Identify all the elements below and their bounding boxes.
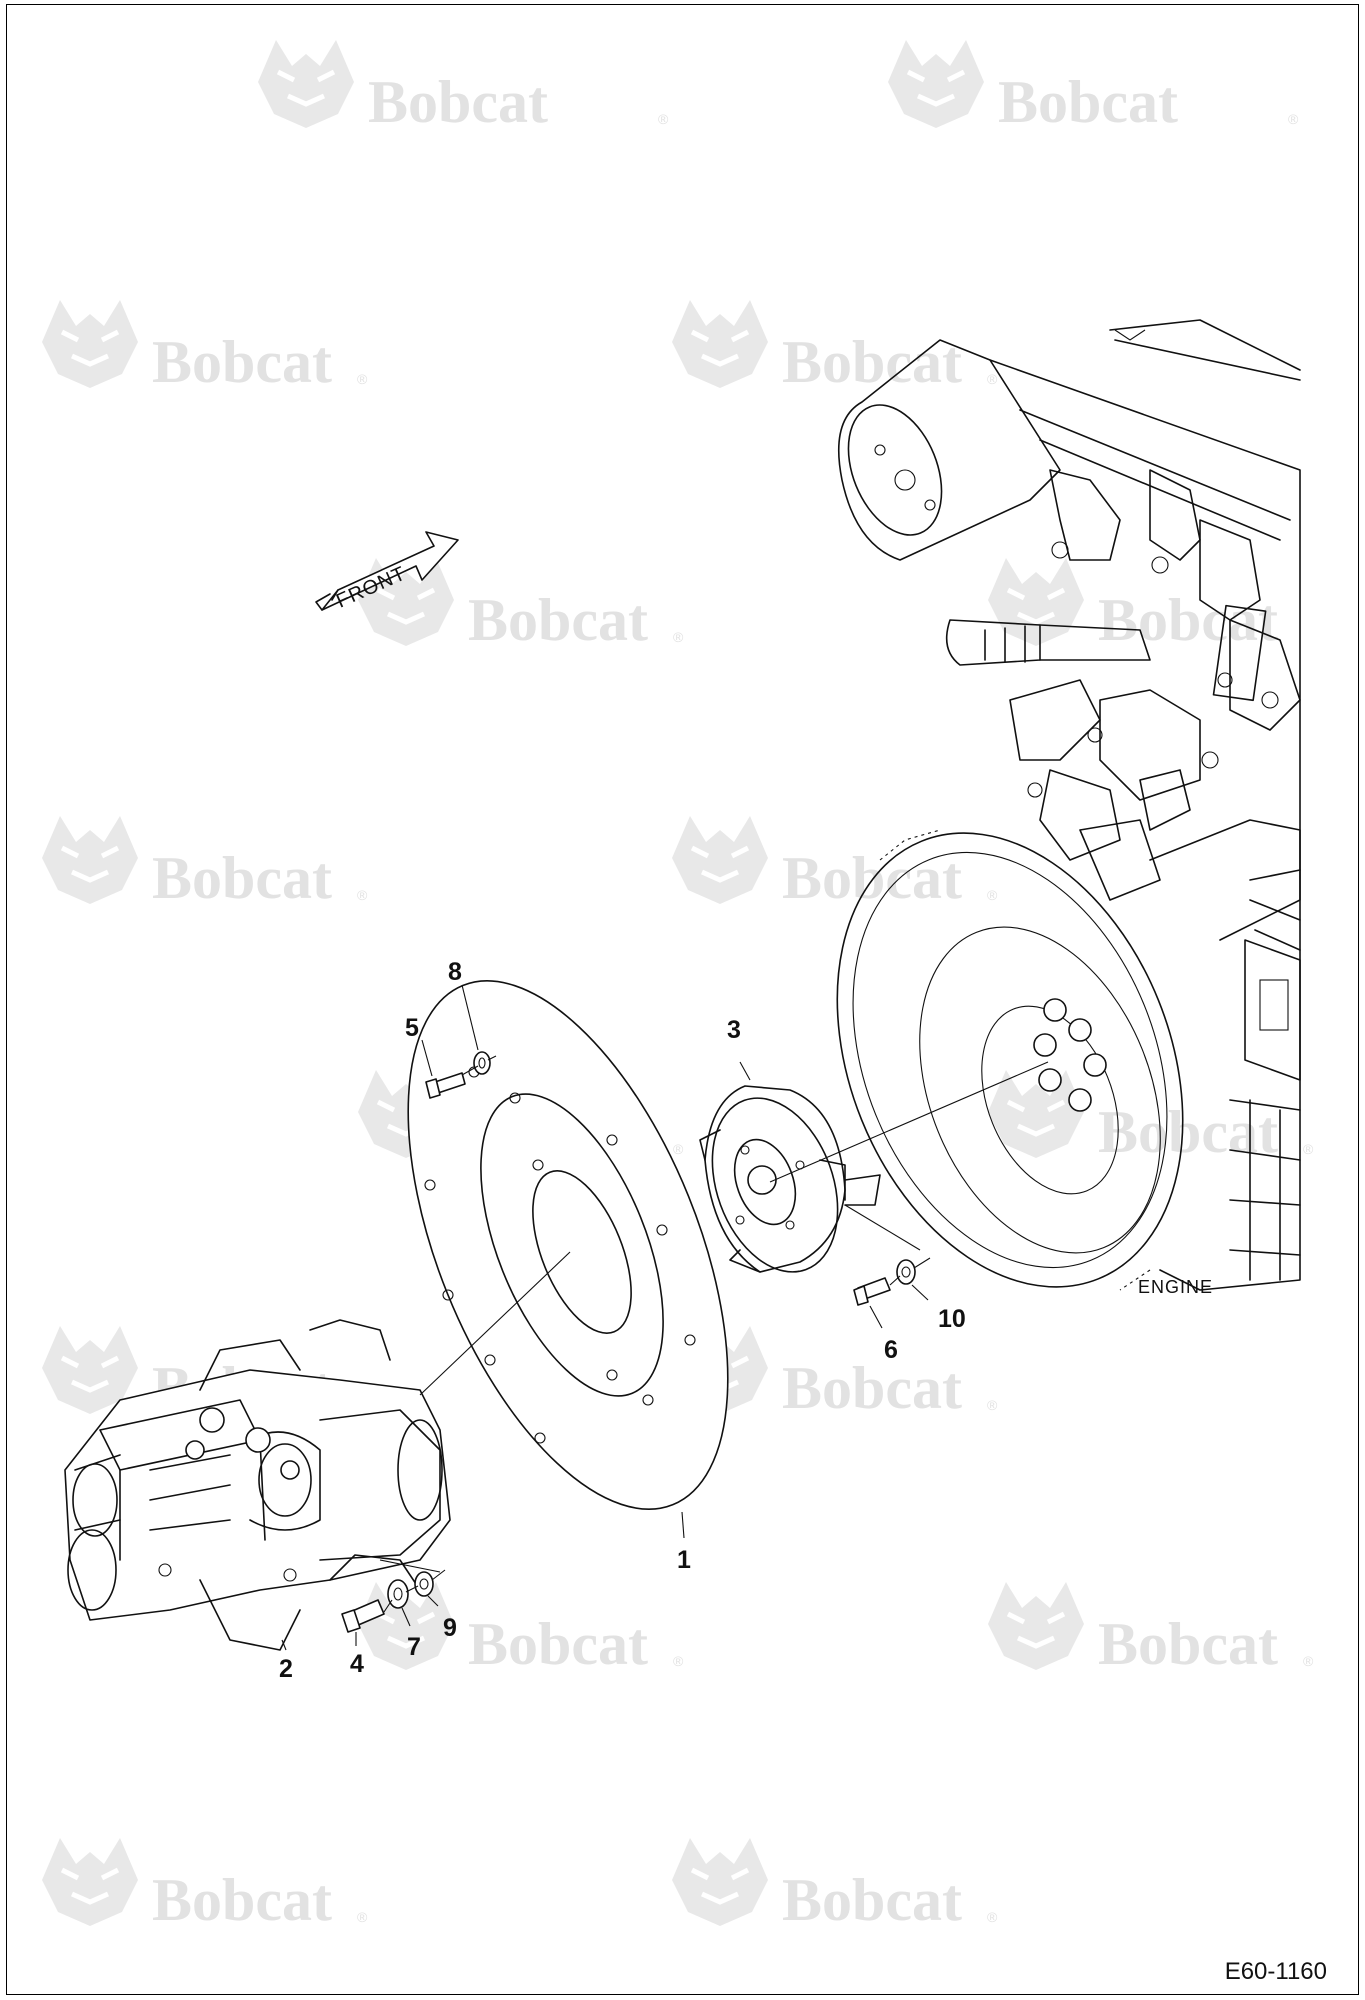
callout-label-3: 3 bbox=[727, 1016, 741, 1044]
watermark: Bobcat ® bbox=[42, 816, 368, 911]
watermark: Bobcat ® bbox=[672, 816, 998, 911]
callout-8: 8 bbox=[448, 958, 479, 1051]
watermark-reg: ® bbox=[1303, 1141, 1314, 1157]
watermark: Bobcat ® bbox=[358, 1582, 684, 1677]
watermark: Bobcat ® bbox=[672, 1838, 998, 1933]
part-hydraulic-pump bbox=[64, 1319, 451, 1651]
engine-assembly: ENGINE bbox=[836, 319, 1301, 1297]
fastener-washer-8 bbox=[473, 1051, 491, 1075]
callout-label-7: 7 bbox=[407, 1633, 421, 1661]
watermark-text: Bobcat bbox=[1098, 1611, 1278, 1677]
watermark: Bobcat ® bbox=[42, 300, 368, 395]
watermark-text: Bobcat bbox=[468, 1611, 648, 1677]
watermark: Bobcat ® bbox=[358, 558, 684, 653]
fastener-bolt-4 bbox=[341, 1599, 385, 1633]
watermark-reg: ® bbox=[673, 629, 684, 645]
fastener-bolt-6 bbox=[853, 1277, 891, 1306]
watermark-text: Bobcat bbox=[782, 845, 962, 911]
watermark-text: Bobcat bbox=[368, 69, 548, 135]
engine-label: ENGINE bbox=[1138, 1277, 1213, 1297]
callout-label-9: 9 bbox=[443, 1614, 457, 1642]
watermark-reg: ® bbox=[357, 887, 368, 903]
watermark: Bobcat ® bbox=[988, 1582, 1314, 1677]
callout-4: 4 bbox=[350, 1632, 364, 1678]
callout-5: 5 bbox=[405, 1014, 433, 1077]
callout-label-1: 1 bbox=[677, 1546, 691, 1574]
watermark-text: Bobcat bbox=[1098, 587, 1278, 653]
watermark-text: Bobcat bbox=[152, 329, 332, 395]
assembly-lines bbox=[379, 1055, 1049, 1613]
watermark-reg: ® bbox=[1303, 1653, 1314, 1669]
part-drive-plate bbox=[407, 980, 729, 1510]
callout-label-4: 4 bbox=[350, 1650, 364, 1678]
watermark: Bobcat ® bbox=[42, 1838, 368, 1933]
watermark-reg: ® bbox=[673, 1141, 684, 1157]
callout-1: 1 bbox=[677, 1511, 691, 1574]
callout-10: 10 bbox=[911, 1284, 966, 1333]
callout-6: 6 bbox=[869, 1305, 898, 1364]
callout-3: 3 bbox=[727, 1016, 751, 1081]
watermark: Bobcat ® bbox=[988, 1070, 1314, 1165]
watermark-reg: ® bbox=[987, 887, 998, 903]
fastener-washer-7 bbox=[387, 1579, 409, 1609]
watermark-text: Bobcat bbox=[998, 69, 1178, 135]
watermark-text: Bobcat bbox=[782, 329, 962, 395]
watermark-text: Bobcat bbox=[152, 845, 332, 911]
fastener-washer-9 bbox=[414, 1571, 434, 1597]
watermark-text: Bobcat bbox=[782, 1355, 962, 1421]
page-border bbox=[6, 4, 1359, 1995]
watermark: Bobcat ® bbox=[888, 40, 1299, 135]
callout-label-10: 10 bbox=[938, 1305, 966, 1333]
watermark-reg: ® bbox=[357, 1909, 368, 1925]
part-coupling bbox=[699, 1085, 881, 1273]
callout-label-2: 2 bbox=[279, 1655, 293, 1683]
callout-label-8: 8 bbox=[448, 958, 462, 986]
watermark-reg: ® bbox=[987, 371, 998, 387]
watermark: Bobcat bbox=[988, 558, 1278, 653]
watermark-text: Bobcat bbox=[152, 1867, 332, 1933]
callout-label-6: 6 bbox=[884, 1336, 898, 1364]
watermark-text: Bobcat bbox=[1098, 1099, 1278, 1165]
callout-label-5: 5 bbox=[405, 1014, 419, 1042]
watermark-text: Bobcat bbox=[782, 1867, 962, 1933]
watermark: Bobcat ® bbox=[258, 40, 669, 135]
callout-2: 2 bbox=[279, 1639, 293, 1683]
watermark: Bobcat ® bbox=[672, 1326, 998, 1421]
watermark-text: Bobcat bbox=[468, 587, 648, 653]
watermark: Bobcat ® bbox=[672, 300, 998, 395]
watermark-reg: ® bbox=[1288, 111, 1299, 127]
callout-9: 9 bbox=[427, 1595, 457, 1642]
watermark-reg: ® bbox=[658, 111, 669, 127]
figure-id: E60-1160 bbox=[1224, 1958, 1327, 1985]
watermark-reg: ® bbox=[987, 1397, 998, 1413]
watermark-reg: ® bbox=[673, 1653, 684, 1669]
fastener-washer-10 bbox=[896, 1259, 916, 1285]
watermark-layer: Bobcat ® Bobcat ® Bobcat ® Bobcat ® Bobc… bbox=[42, 40, 1314, 1933]
fastener-bolt-5 bbox=[425, 1072, 466, 1099]
watermark-reg: ® bbox=[357, 371, 368, 387]
watermark-reg: ® bbox=[987, 1909, 998, 1925]
callout-7: 7 bbox=[401, 1607, 421, 1661]
